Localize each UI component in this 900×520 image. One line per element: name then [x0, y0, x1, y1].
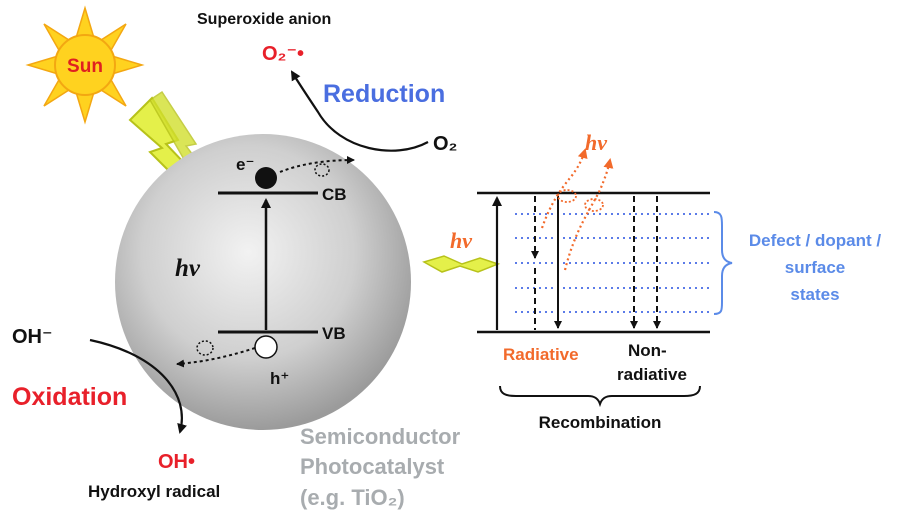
sun-icon	[25, 5, 145, 125]
hole-label: h⁺	[270, 369, 289, 388]
hole-transfer-path	[176, 347, 256, 368]
photocatalyst-line1: Semiconductor	[300, 424, 461, 449]
hole-circle-icon	[254, 335, 278, 359]
vb-label: VB	[322, 324, 346, 343]
superoxide-formula: O₂⁻•	[262, 43, 304, 65]
nonradiative-label-line2: radiative	[617, 365, 687, 384]
o2-label: O₂	[433, 133, 457, 155]
photon-label-right: hν	[450, 228, 472, 253]
oh-radical-label: OH•	[158, 451, 195, 473]
oxidation-label: Oxidation	[12, 383, 127, 411]
defect-label-line2: surface	[785, 258, 845, 277]
recombination-brace	[499, 385, 701, 408]
hydroxyl-label: Hydroxyl radical	[88, 482, 220, 501]
superoxide-label: Superoxide anion	[197, 11, 331, 28]
emission-loop-1	[557, 189, 577, 203]
emission-loop-2	[584, 198, 604, 212]
reduction-label: Reduction	[323, 80, 445, 108]
radiative-emission-1	[540, 148, 588, 229]
defect-label-line3: states	[790, 285, 839, 304]
photocatalyst-line3: (e.g. TiO₂)	[300, 485, 405, 510]
electron-label: e⁻	[236, 155, 254, 174]
oh-minus-label: OH⁻	[12, 326, 53, 348]
defect-brace	[713, 211, 733, 315]
small-lightning-bolt-icon	[422, 255, 501, 273]
electron-dot-icon	[255, 167, 277, 189]
hole-trap-loop	[196, 340, 214, 356]
nonradiative-label-line1: Non-	[628, 341, 667, 360]
oxidation-arrow	[89, 338, 187, 434]
recombination-label: Recombination	[539, 413, 662, 432]
photocatalyst-line2: Photocatalyst	[300, 454, 445, 479]
radiative-label: Radiative	[503, 345, 579, 364]
defect-states	[515, 213, 710, 313]
cb-label: CB	[322, 185, 347, 204]
photon-label-emission: hν	[585, 130, 607, 155]
photon-label-left: hν	[175, 255, 201, 282]
radiative-recombination	[531, 196, 562, 330]
defect-label-line1: Defect / dopant /	[749, 231, 882, 250]
semiconductor-sphere	[115, 134, 411, 430]
reduction-arrow	[290, 70, 429, 152]
nonradiative-recombination	[630, 196, 661, 329]
electron-trap-loop	[314, 163, 330, 177]
electron-transfer-path	[279, 156, 355, 173]
sun-label: Sun	[67, 56, 103, 77]
